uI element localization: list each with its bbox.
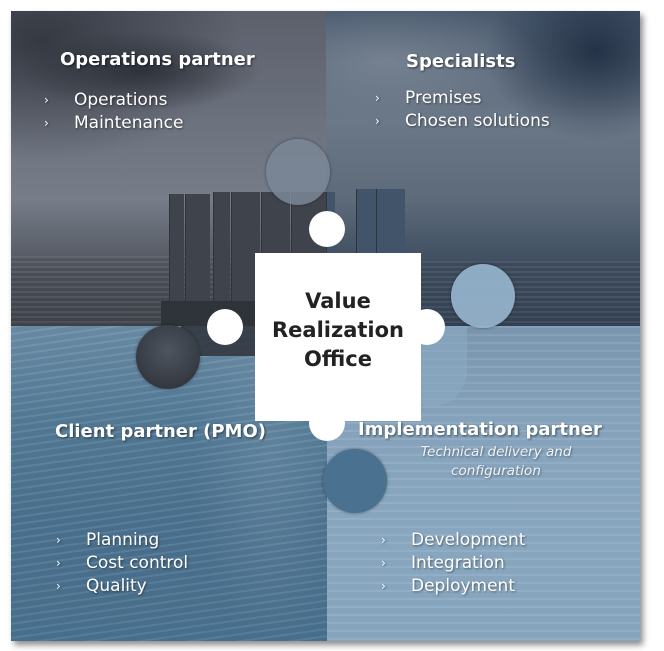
center-title-line: Office xyxy=(304,347,372,371)
ship-sail xyxy=(185,194,210,304)
list-item: › Planning xyxy=(56,529,188,552)
list-item-label: Quality xyxy=(86,576,147,596)
list-item-label: Planning xyxy=(86,530,160,550)
list-item-label: Deployment xyxy=(411,576,515,596)
list-item-label: Operations xyxy=(74,90,168,110)
list-item: › Chosen solutions xyxy=(375,110,550,133)
puzzle-knob-bottom xyxy=(323,449,387,513)
list-operations-partner: › Operations › Maintenance xyxy=(44,89,183,135)
center-knob-top xyxy=(309,211,345,247)
list-implementation-partner: › Development › Integration › Deployment xyxy=(381,529,525,598)
subheading-line: configuration xyxy=(451,463,541,479)
diagram-frame: Value Realization Office Operations part… xyxy=(11,11,640,641)
ship-sail xyxy=(376,189,405,259)
ship-sail xyxy=(356,189,377,259)
list-item: › Quality xyxy=(56,575,188,598)
list-item: › Cost control xyxy=(56,552,188,575)
center-title-line: Realization xyxy=(272,318,404,342)
list-item: › Maintenance xyxy=(44,112,183,135)
list-item-label: Integration xyxy=(411,553,505,573)
center-knob-right xyxy=(409,309,445,345)
chevron-right-icon: › xyxy=(56,579,61,593)
list-item-label: Chosen solutions xyxy=(405,111,550,131)
center-puzzle-piece xyxy=(255,253,421,421)
heading-implementation-partner: Implementation partner xyxy=(358,419,602,440)
list-item: › Premises xyxy=(375,87,550,110)
puzzle-knob-right xyxy=(451,264,515,328)
list-specialists: › Premises › Chosen solutions xyxy=(375,87,550,133)
puzzle-knob-top xyxy=(266,139,330,205)
chevron-right-icon: › xyxy=(381,579,386,593)
chevron-right-icon: › xyxy=(381,533,386,547)
list-client-partner: › Planning › Cost control › Quality xyxy=(56,529,188,598)
chevron-right-icon: › xyxy=(375,91,380,105)
chevron-right-icon: › xyxy=(56,556,61,570)
list-item: › Deployment xyxy=(381,575,525,598)
chevron-right-icon: › xyxy=(375,114,380,128)
list-item-label: Maintenance xyxy=(74,113,184,133)
subheading-line: Technical delivery and xyxy=(420,444,572,460)
list-item-label: Development xyxy=(411,530,526,550)
heading-client-partner: Client partner (PMO) xyxy=(55,421,266,442)
chevron-right-icon: › xyxy=(381,556,386,570)
subheading-implementation-partner: Technical delivery and configuration xyxy=(381,443,611,481)
chevron-right-icon: › xyxy=(56,533,61,547)
list-item: › Integration xyxy=(381,552,525,575)
ship-sail xyxy=(213,192,230,304)
list-item: › Development xyxy=(381,529,525,552)
center-knob-left xyxy=(207,309,243,345)
center-knob-bottom xyxy=(309,405,345,441)
heading-operations-partner: Operations partner xyxy=(60,49,255,70)
heading-specialists: Specialists xyxy=(406,51,516,72)
center-title-line: Value xyxy=(305,289,371,313)
puzzle-knob-left xyxy=(136,325,200,389)
list-item-label: Cost control xyxy=(86,553,189,573)
list-item-label: Premises xyxy=(405,88,482,108)
center-title: Value Realization Office xyxy=(255,287,421,374)
ship-sail xyxy=(169,194,184,304)
chevron-right-icon: › xyxy=(44,116,49,130)
list-item: › Operations xyxy=(44,89,183,112)
chevron-right-icon: › xyxy=(44,93,49,107)
